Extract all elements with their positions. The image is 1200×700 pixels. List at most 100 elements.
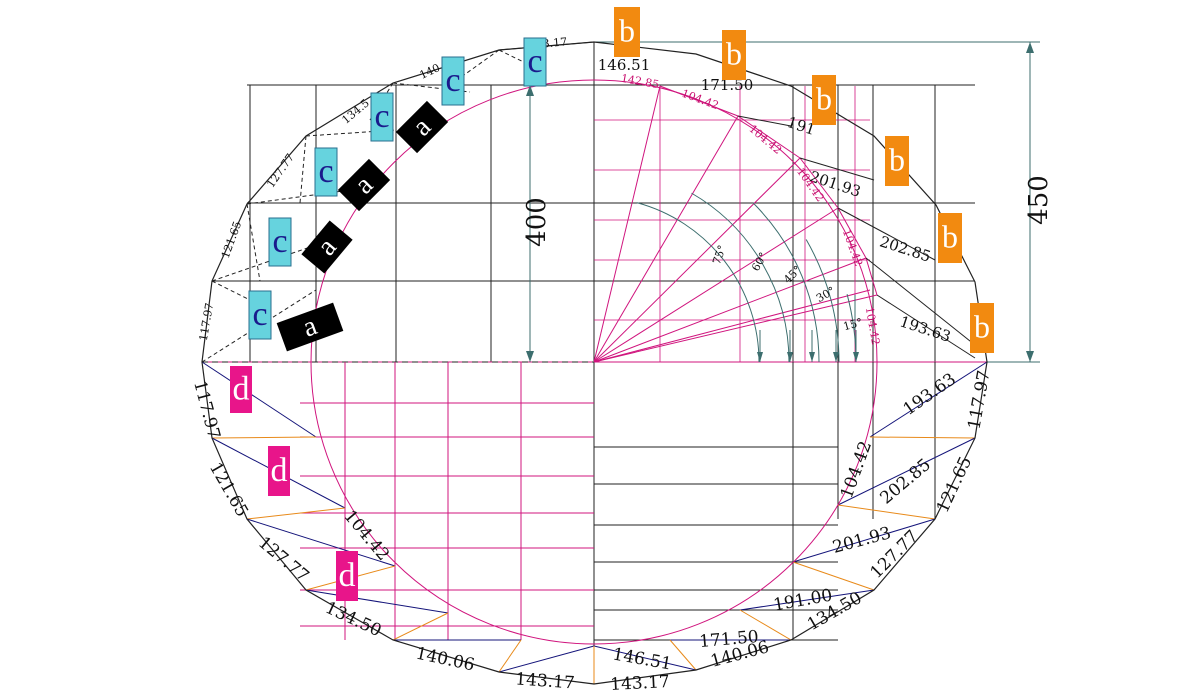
radial-line xyxy=(593,257,867,363)
lower-inner-right-dimension: 193.63 xyxy=(900,369,960,420)
tag-a: a xyxy=(395,100,449,154)
radial-line xyxy=(593,207,839,363)
inner-chord-line xyxy=(865,257,878,296)
arrow-head xyxy=(809,352,815,362)
lower-left-dimension: 121.65 xyxy=(205,459,252,521)
upper-right-dimension: 202.85 xyxy=(878,232,933,265)
orange-segment xyxy=(669,639,697,671)
arrow-head xyxy=(787,352,793,362)
tag-d-background xyxy=(336,551,358,601)
angle-arc xyxy=(805,239,840,363)
blue-diagonal xyxy=(246,518,396,567)
blue-diagonal xyxy=(201,361,317,438)
radial-line xyxy=(593,85,661,363)
blue-diagonal xyxy=(498,645,595,673)
upper-left-dimension: 140 xyxy=(418,61,443,82)
lower-right-dimension: 117.97 xyxy=(964,369,994,431)
upper-right-dimension: 171.50 xyxy=(701,76,754,94)
orange-segment xyxy=(792,561,875,591)
angle-label: 30° xyxy=(814,284,837,305)
angle-arc xyxy=(752,202,820,363)
lower-left-dimension: 117.97 xyxy=(189,379,224,442)
lower-left-dimension: 143.17 xyxy=(515,669,576,693)
dimension-leader xyxy=(865,257,976,346)
tag-c-background xyxy=(314,147,338,197)
radial-line xyxy=(593,157,801,363)
tag-b-letter: b xyxy=(942,218,958,254)
tag-a-background xyxy=(395,100,449,154)
tag-a: a xyxy=(276,302,344,352)
orange-segment xyxy=(739,609,792,641)
tag-c-background xyxy=(370,92,394,142)
tag-c: c xyxy=(441,56,465,106)
upper-right-dimension: 146.51 xyxy=(598,56,651,74)
angle-arc xyxy=(691,192,790,363)
dashed-construction xyxy=(299,135,307,204)
dimension-leader xyxy=(799,157,875,181)
tag-d-letter: d xyxy=(339,557,356,594)
angle-label: 60° xyxy=(749,250,770,273)
lower-inner-right-dimension: 146.51 xyxy=(611,644,673,674)
inner-arc-dimension: 104.42 xyxy=(840,228,865,269)
upper-left-dimension: 127.77 xyxy=(264,151,297,190)
radial-line xyxy=(593,294,878,363)
angle-label: 15° xyxy=(842,316,864,334)
tag-b: b xyxy=(812,75,836,125)
upper-right-dimension: 193.63 xyxy=(898,312,953,345)
blue-diagonal xyxy=(792,518,936,563)
dashed-construction xyxy=(201,289,317,363)
inner-arc-dimension: 104.42 xyxy=(863,306,882,346)
upper-left-dimension: 134.5 xyxy=(339,97,371,127)
tag-c-background xyxy=(248,290,272,340)
orange-segment xyxy=(837,504,936,520)
inner-chord-line xyxy=(799,157,839,209)
arrow-head xyxy=(526,85,534,96)
tag-d: d xyxy=(230,366,252,413)
dimension-leader xyxy=(876,294,976,359)
tag-a-background xyxy=(301,220,353,274)
inner-chord-line xyxy=(737,115,801,159)
tag-c-letter: c xyxy=(374,98,389,135)
arrow-head xyxy=(1026,351,1034,362)
tag-c-background xyxy=(441,56,465,106)
tag-a: a xyxy=(301,220,353,274)
outline-shapes xyxy=(201,41,1034,685)
tag-d: d xyxy=(336,551,358,601)
lower-left-dimension: 127.77 xyxy=(254,533,312,587)
orange-segment xyxy=(498,639,522,673)
blue-diagonal xyxy=(869,361,988,438)
tag-b: b xyxy=(970,303,994,353)
tag-b-letter: b xyxy=(619,12,635,48)
tag-b-background xyxy=(885,136,909,186)
tag-c-letter: c xyxy=(252,296,267,333)
tag-c: c xyxy=(248,290,272,340)
arrow-head xyxy=(1026,42,1034,53)
arrow-head xyxy=(833,352,839,362)
tag-b: b xyxy=(885,136,909,186)
blue-diagonal xyxy=(593,645,697,671)
tag-b-background xyxy=(970,303,994,353)
tag-a-background xyxy=(276,302,344,352)
angle-arc xyxy=(636,202,760,363)
tag-b-background xyxy=(812,75,836,125)
arrow-head xyxy=(853,352,859,362)
tag-c: c xyxy=(268,217,292,267)
height-400-label: 400 xyxy=(522,197,552,247)
tag-b-background xyxy=(614,7,640,57)
blue-diagonal xyxy=(305,589,449,614)
tag-d-letter: d xyxy=(271,452,288,489)
tag-b: b xyxy=(722,30,746,80)
tag-c-letter: c xyxy=(445,62,460,99)
tag-d-letter: d xyxy=(233,370,250,407)
tag-c-letter: c xyxy=(272,223,287,260)
radial-line xyxy=(593,289,871,363)
orange-segment xyxy=(392,612,449,641)
lower-right-dimension: 121.65 xyxy=(933,454,976,516)
tag-c-letter: c xyxy=(318,153,333,190)
dashed-construction xyxy=(211,244,317,282)
tag-c-background xyxy=(268,217,292,267)
dashed-construction xyxy=(246,203,261,282)
lower-left-dimension: 140.06 xyxy=(414,644,476,676)
